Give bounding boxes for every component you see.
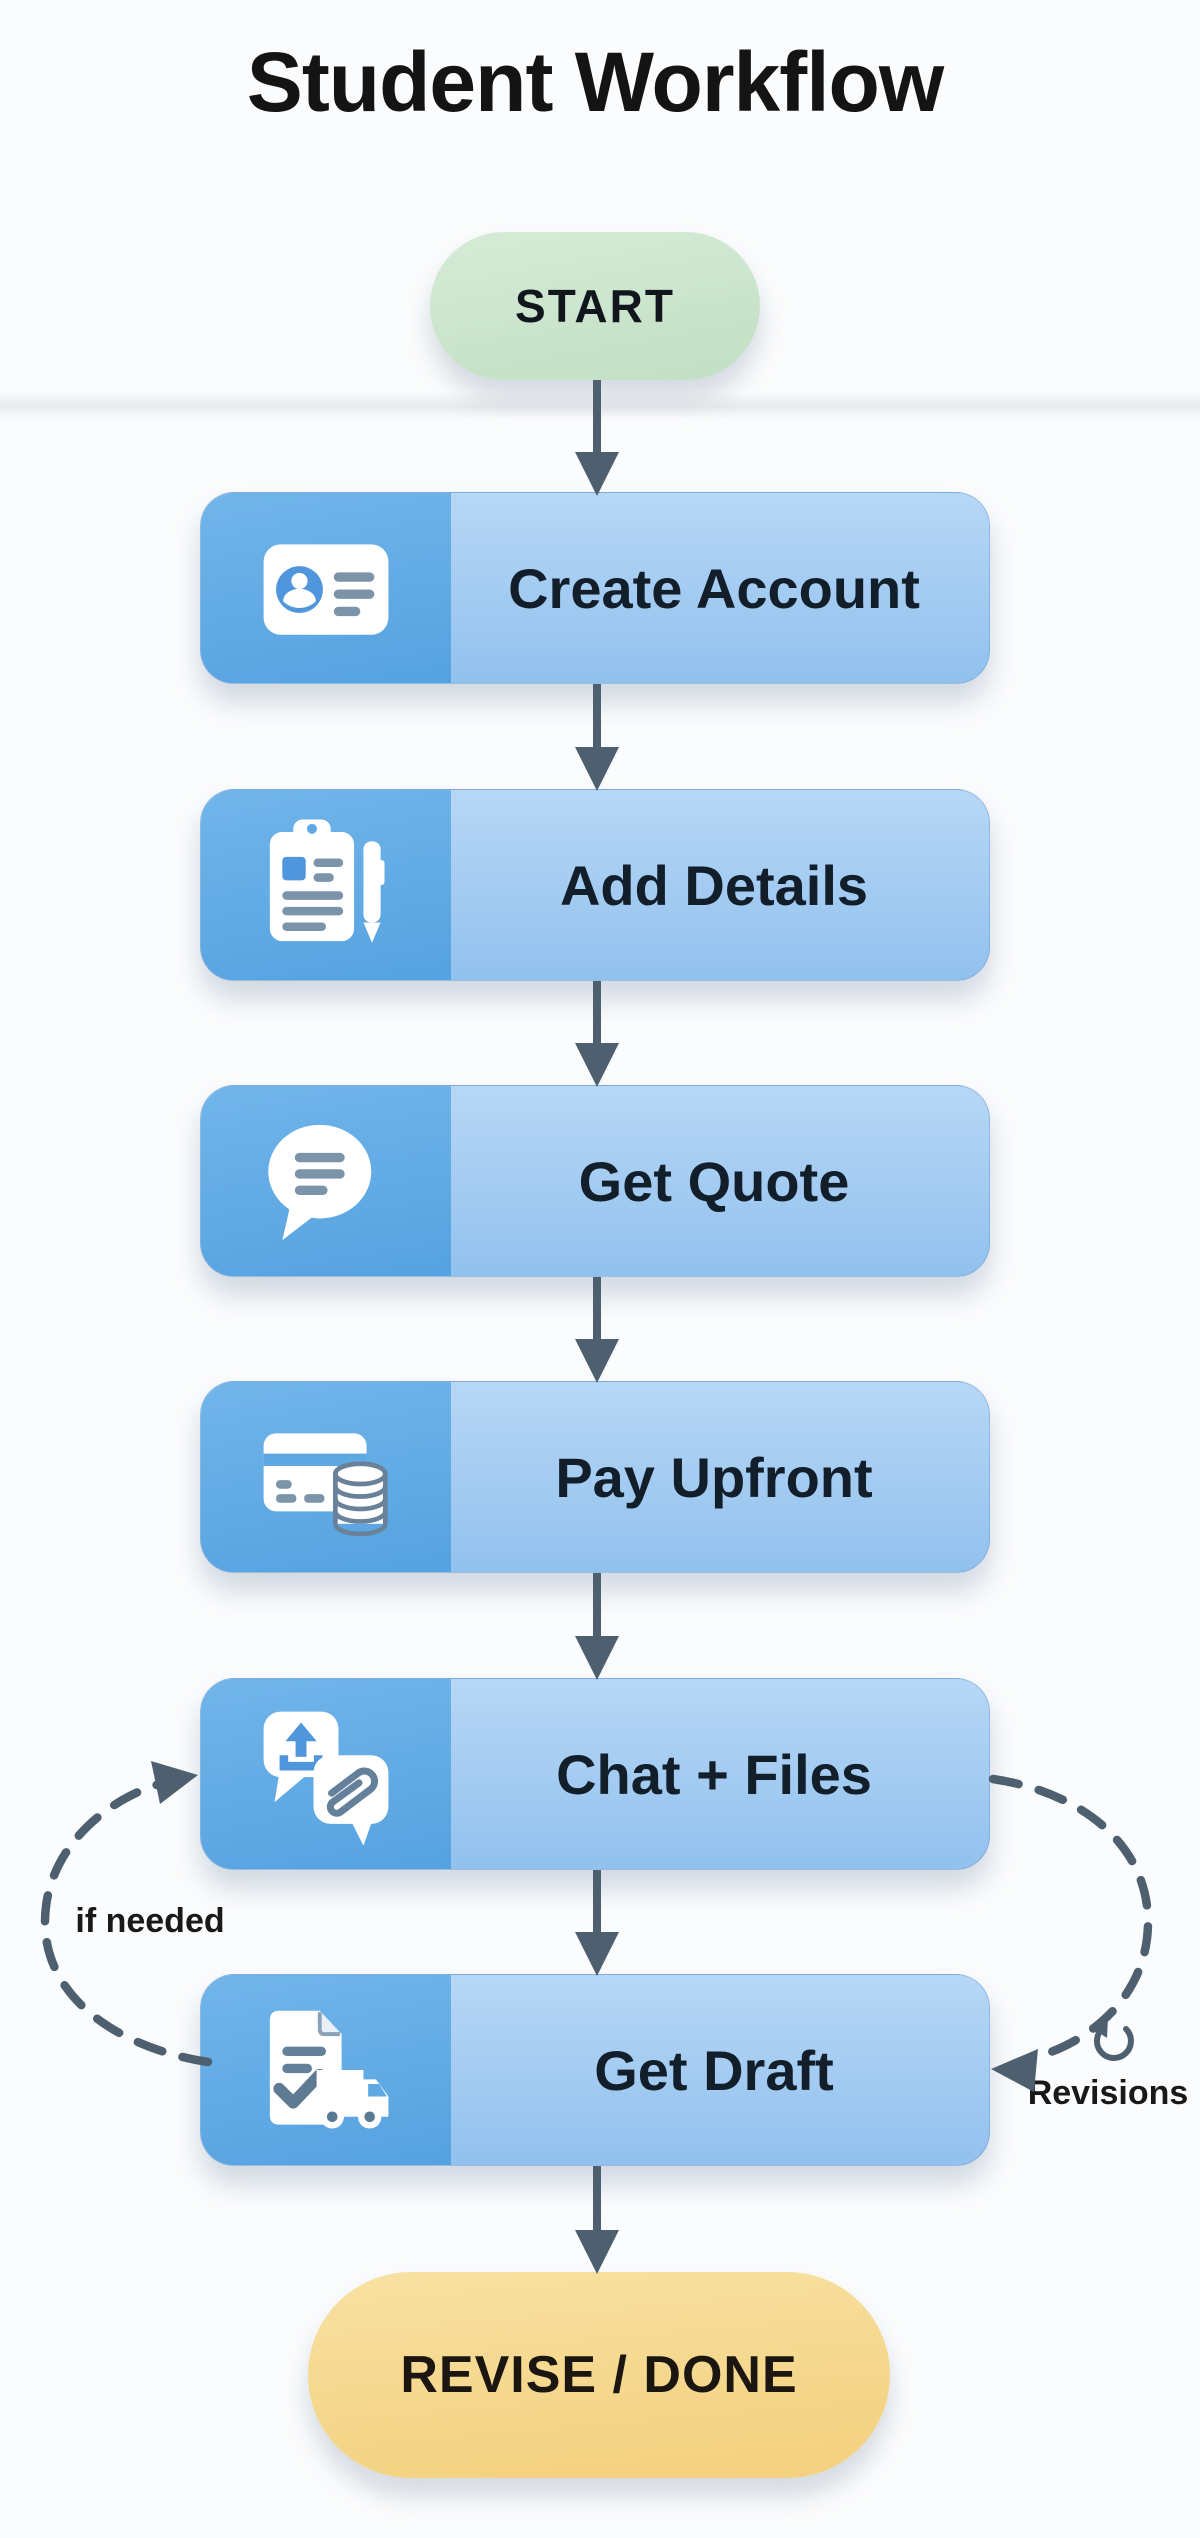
rotate-ccw-icon bbox=[1089, 2018, 1134, 2061]
loop-arrow-revisions bbox=[988, 1774, 1153, 2092]
step-label: Add Details bbox=[559, 853, 869, 917]
clipboard-pen-icon bbox=[201, 790, 451, 980]
step-label: Chat + Files bbox=[556, 1742, 872, 1806]
speech-bubble-icon bbox=[201, 1086, 451, 1276]
page-title: Student Workflow bbox=[246, 35, 944, 129]
loop-label-revisions: Revisions bbox=[1027, 2074, 1189, 2112]
step-label: Pay Upfront bbox=[555, 1445, 873, 1509]
step-add-details: Add Details bbox=[200, 789, 990, 981]
step-label: Create Account bbox=[508, 556, 920, 620]
credit-card-coins-icon bbox=[201, 1382, 451, 1572]
loop-label-if-needed: if needed bbox=[75, 1902, 225, 1940]
step-get-draft: Get Draft bbox=[200, 1974, 990, 2166]
start-node: START bbox=[430, 232, 760, 380]
chat-upload-paperclip-icon bbox=[201, 1679, 451, 1869]
document-truck-icon bbox=[201, 1975, 451, 2165]
end-node: REVISE / DONE bbox=[308, 2272, 890, 2478]
step-label: Get Draft bbox=[594, 2038, 834, 2102]
step-pay-upfront: Pay Upfront bbox=[200, 1381, 990, 1573]
step-get-quote: Get Quote bbox=[200, 1085, 990, 1277]
start-node-label: START bbox=[515, 280, 675, 332]
step-chat-files: Chat + Files bbox=[200, 1678, 990, 1870]
id-card-icon bbox=[201, 493, 451, 683]
end-node-label: REVISE / DONE bbox=[400, 2346, 798, 2404]
step-create-account: Create Account bbox=[200, 492, 990, 684]
step-label: Get Quote bbox=[578, 1149, 850, 1213]
background-band bbox=[0, 392, 1200, 420]
